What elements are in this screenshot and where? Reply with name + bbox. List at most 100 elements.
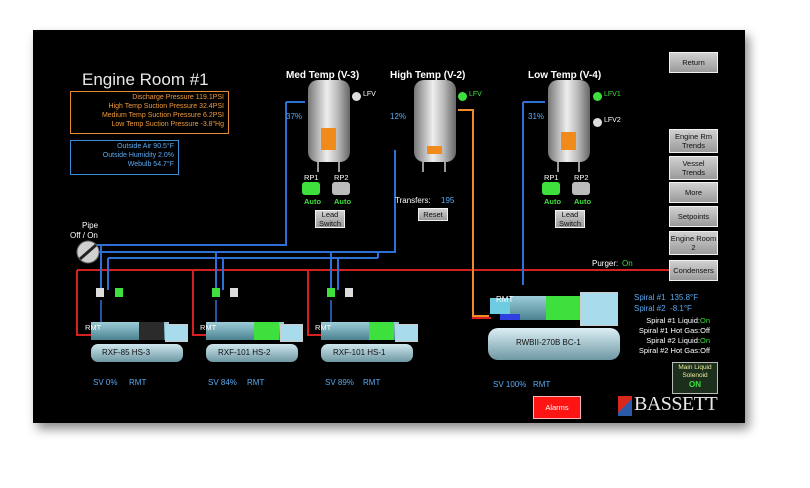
pressure-row: Medium Temp Suction Pressure 6.2PSI: [101, 112, 224, 119]
pressure-panel: Discharge Pressure 119.1PSI High Temp Su…: [70, 91, 229, 134]
weather-panel: Outside Air 90.5°F Outside Humidity 2.0%…: [70, 140, 179, 175]
vessel-low-temp[interactable]: [548, 80, 590, 162]
pressure-row: Discharge Pressure 119.1PSI: [132, 94, 224, 101]
pipe-toggle-state[interactable]: Off / On: [70, 231, 98, 240]
compressor-name: RXF-85 HS-3: [102, 348, 151, 357]
spiral-status-row: Spiral #2 Liquid:On: [646, 336, 710, 345]
spiral-status-row: Spiral #1 Hot Gas:Off: [638, 326, 710, 335]
vessel-title-med: Med Temp (V-3): [286, 70, 360, 81]
pipe-toggle-label: Pipe: [82, 221, 99, 230]
valve-icon[interactable]: [593, 118, 602, 127]
vessel-level-med: 37%: [286, 112, 303, 121]
alarms-button[interactable]: Alarms: [533, 396, 581, 419]
compressor-remote: RMT: [200, 323, 217, 332]
valve-icon[interactable]: [230, 288, 238, 297]
solenoid-state: ON: [689, 380, 701, 389]
valve-label-high: LFV: [469, 91, 482, 98]
solenoid-label: Main Liquid Solenoid: [678, 364, 712, 379]
pump-mode: Auto: [304, 197, 322, 206]
compressor-hs2[interactable]: [206, 322, 303, 368]
transfers-label: Transfers:: [395, 196, 431, 205]
condensers-button[interactable]: Condensers: [669, 260, 718, 281]
return-button[interactable]: Return: [669, 52, 718, 73]
vessel-med-temp[interactable]: [308, 80, 350, 162]
setpoints-button[interactable]: Setpoints: [669, 206, 718, 227]
valve-icon[interactable]: [345, 288, 353, 297]
hmi-screen: Engine Room #1 Discharge Pressure 119.1P…: [33, 30, 745, 423]
compressor-sv-remote: RMT: [247, 378, 265, 387]
valve-icon[interactable]: [327, 288, 335, 297]
vessel-high-temp[interactable]: [414, 80, 456, 162]
pump-icon[interactable]: [572, 182, 590, 195]
pump-label: RP2: [574, 173, 589, 182]
compressor-sv-remote: RMT: [363, 378, 381, 387]
vessel-level-high: 12%: [390, 112, 407, 121]
compressor-sv: SV 89%: [325, 378, 354, 387]
page-title: Engine Room #1: [82, 70, 209, 89]
compressor-remote: RMT: [85, 323, 102, 332]
piping-diagram: [76, 101, 673, 336]
bassett-logo: BASSETT: [618, 393, 718, 419]
vessel-title-low: Low Temp (V-4): [528, 70, 602, 81]
main-liquid-solenoid[interactable]: Main Liquid Solenoid ON: [672, 362, 718, 394]
pressure-row: Low Temp Suction Pressure -3.8"Hg: [111, 121, 224, 128]
pump-icon[interactable]: [302, 182, 320, 195]
compressor-hs3[interactable]: [91, 322, 188, 368]
vessel-level-bar: [561, 132, 576, 150]
logo-text: BASSETT: [634, 393, 718, 415]
compressor-sv-remote: RMT: [129, 378, 147, 387]
spiral-status-row: Spiral #1 Liquid:On: [646, 316, 710, 325]
weather-row: Outside Air 90.5°F: [117, 143, 174, 150]
compressor-hs1[interactable]: [321, 322, 418, 368]
engine-rm-trends-button[interactable]: Engine Rm Trends: [669, 129, 718, 153]
weather-row: Webulb 54.7°F: [127, 161, 174, 168]
spiral-status-row: Spiral #2 Hot Gas:Off: [638, 346, 710, 355]
compressor-sv: SV 0%: [93, 378, 118, 387]
valve-icon[interactable]: [115, 288, 123, 297]
pump-label: RP2: [334, 173, 349, 182]
logo-mark-icon: [618, 396, 632, 416]
transfer-piping: [458, 109, 489, 317]
pump-mode: Auto: [334, 197, 352, 206]
compressor-sv: SV 84%: [208, 378, 237, 387]
compressor-name: RXF-101 HS-2: [218, 348, 271, 357]
compressor-remote: RMT: [315, 323, 332, 332]
valve-icon[interactable]: [212, 288, 220, 297]
valve-label-low-1: LFV1: [604, 91, 621, 98]
vessel-level-bar: [321, 128, 336, 150]
valve-icon[interactable]: [352, 92, 361, 101]
pump-icon[interactable]: [332, 182, 350, 195]
suction-piping: [92, 102, 524, 290]
purger-label: Purger:: [592, 259, 619, 268]
more-button[interactable]: More: [669, 182, 718, 203]
pump-mode: Auto: [544, 197, 562, 206]
vessel-level-low: 31%: [528, 112, 545, 121]
pump-label: RP1: [544, 173, 559, 182]
vessel-title-high: High Temp (V-2): [390, 70, 466, 81]
transfers-value: 195: [441, 196, 455, 205]
valve-icon[interactable]: [593, 92, 602, 101]
spiral-temp-row: Spiral #1 135.8°F: [634, 293, 699, 302]
valve-label-low-2: LFV2: [604, 117, 621, 124]
valve-icon[interactable]: [458, 92, 467, 101]
big-compressor-sv-remote: RMT: [533, 380, 551, 389]
lead-switch-button-med[interactable]: Lead Switch: [315, 210, 345, 228]
vessel-level-bar: [427, 146, 442, 154]
engine-room-2-button[interactable]: Engine Room 2: [669, 231, 718, 255]
pressure-row: High Temp Suction Pressure 32.4PSI: [108, 103, 224, 110]
big-compressor-remote: RMT: [496, 295, 514, 304]
compressor-bc1[interactable]: [488, 292, 638, 377]
spiral-temp-row: Spiral #2 -8.1°F: [634, 304, 692, 313]
vessel-trends-button[interactable]: Vessel Trends: [669, 156, 718, 180]
reset-button[interactable]: Reset: [418, 208, 448, 221]
big-compressor-name: RWBII-270B BC-1: [516, 338, 581, 347]
weather-row: Outside Humidity 2.0%: [102, 152, 174, 159]
pump-icon[interactable]: [542, 182, 560, 195]
pipe-toggle-graphic: [76, 240, 100, 264]
big-compressor-sv: SV 100%: [493, 380, 527, 389]
pump-label: RP1: [304, 173, 319, 182]
valve-label-med: LFV: [363, 91, 376, 98]
valve-icon[interactable]: [96, 288, 104, 297]
compressor-name: RXF-101 HS-1: [333, 348, 386, 357]
lead-switch-button-low[interactable]: Lead Switch: [555, 210, 585, 228]
